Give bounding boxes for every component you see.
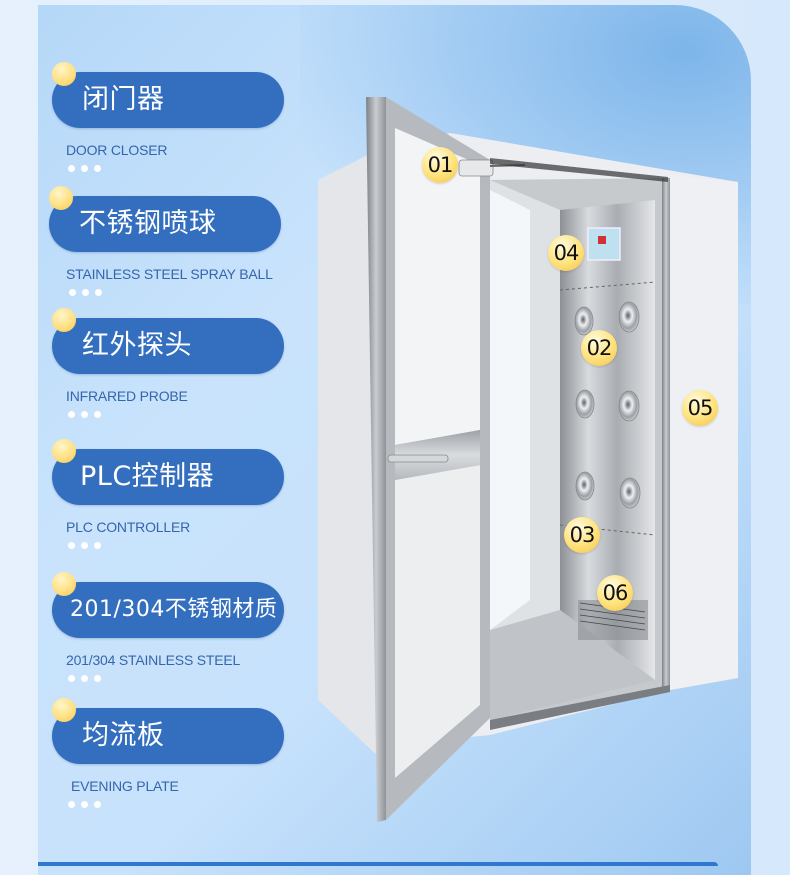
feature-title: 均流板 xyxy=(82,720,165,751)
bullet-dot-icon xyxy=(52,62,76,86)
feature-subtitle: INFRARED PROBE xyxy=(66,388,188,404)
callout-badge-01: 01 xyxy=(422,147,458,183)
feature-door-closer: 闭门器 DOOR CLOSER xyxy=(52,62,284,172)
bullet-dot-icon xyxy=(52,572,76,596)
feature-subtitle: EVENING PLATE xyxy=(71,778,179,794)
ellipsis-dots-icon xyxy=(68,675,284,682)
feature-subtitle: DOOR CLOSER xyxy=(66,142,168,158)
feature-title: 不锈钢喷球 xyxy=(79,208,217,239)
feature-title: PLC控制器 xyxy=(80,461,215,492)
callout-badge-06: 06 xyxy=(597,575,633,611)
feature-pill: 均流板 xyxy=(52,708,284,764)
bullet-dot-icon xyxy=(49,186,73,210)
feature-plc-controller: PLC控制器 PLC CONTROLLER xyxy=(52,439,284,549)
feature-title: 红外探头 xyxy=(82,330,192,361)
feature-subtitle: PLC CONTROLLER xyxy=(66,519,191,535)
feature-title: 闭门器 xyxy=(82,84,165,115)
bottom-accent-bar xyxy=(38,862,718,866)
callout-badge-05: 05 xyxy=(682,390,718,426)
bullet-dot-icon xyxy=(52,439,76,463)
feature-stainless-steel: 201/304不锈钢材质 201/304 STAINLESS STEEL xyxy=(52,572,284,682)
feature-evening-plate: 均流板 EVENING PLATE xyxy=(52,698,284,808)
feature-pill: 红外探头 xyxy=(52,318,284,374)
bullet-dot-icon xyxy=(52,698,76,722)
feature-title: 201/304不锈钢材质 xyxy=(70,597,278,622)
feature-pill: 闭门器 xyxy=(52,72,284,128)
feature-pill: PLC控制器 xyxy=(52,449,284,505)
callout-badge-03: 03 xyxy=(564,517,600,553)
feature-pill: 201/304不锈钢材质 xyxy=(52,582,284,638)
ellipsis-dots-icon xyxy=(68,801,284,808)
feature-infrared-probe: 红外探头 INFRARED PROBE xyxy=(52,308,284,418)
feature-subtitle: 201/304 STAINLESS STEEL xyxy=(66,652,241,668)
callout-badge-02: 02 xyxy=(581,330,617,366)
ellipsis-dots-icon xyxy=(68,165,284,172)
ellipsis-dots-icon xyxy=(68,411,284,418)
ellipsis-dots-icon xyxy=(68,542,284,549)
bullet-dot-icon xyxy=(52,308,76,332)
feature-pill: 不锈钢喷球 xyxy=(49,196,281,252)
door-closer xyxy=(458,159,494,177)
ellipsis-dots-icon xyxy=(69,289,281,296)
feature-spray-ball: 不锈钢喷球 STAINLESS STEEL SPRAY BALL xyxy=(49,186,281,296)
callout-badge-04: 04 xyxy=(548,235,584,271)
feature-subtitle: STAINLESS STEEL SPRAY BALL xyxy=(66,266,273,282)
